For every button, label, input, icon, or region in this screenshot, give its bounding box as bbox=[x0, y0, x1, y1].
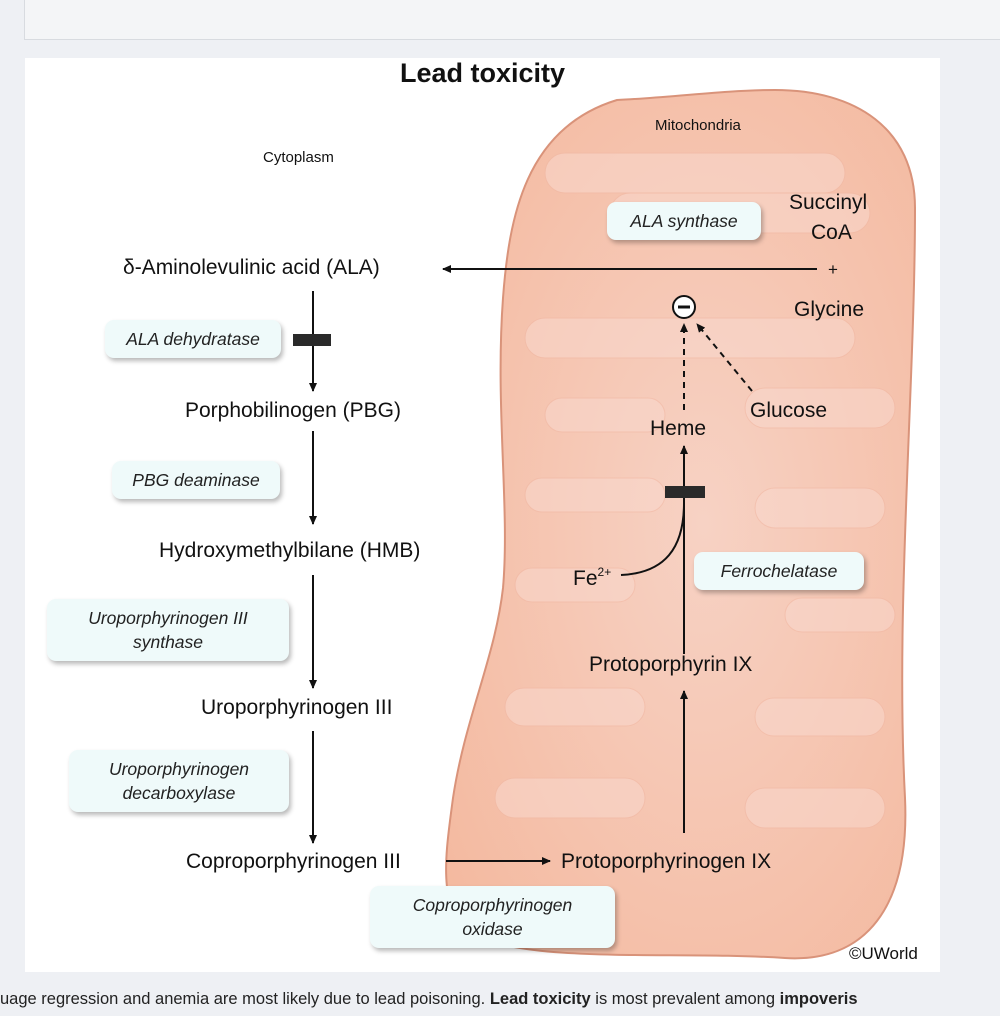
enzyme-uro-decarb-line2: decarboxylase bbox=[122, 783, 236, 803]
pathway-diagram bbox=[293, 88, 917, 960]
enzyme-pbg-deaminase: PBG deaminase bbox=[112, 461, 280, 499]
protoporphyrinogen-label: Protoporphyrinogen IX bbox=[561, 850, 772, 873]
enzyme-copro-oxidase-line1: Coproporphyrinogen bbox=[412, 894, 573, 915]
heme-label: Heme bbox=[650, 417, 707, 440]
enzyme-pbg-deaminase-label: PBG deaminase bbox=[132, 469, 260, 490]
lead-toxicity-figure: Lead toxicity Cytoplasm Mitochondria δ-A… bbox=[25, 58, 940, 972]
explanation-text: uage regression and anemia are most like… bbox=[0, 990, 1000, 1014]
cytoplasm-pathway-arrows bbox=[309, 265, 817, 865]
glucose-label: Glucose bbox=[750, 399, 828, 422]
hmb-label: Hydroxymethylbilane (HMB) bbox=[159, 539, 421, 562]
iron-charge: 2+ bbox=[597, 565, 612, 579]
enzyme-uroporphyrinogen-synthase: Uroporphyrinogen III synthase bbox=[47, 599, 289, 661]
succinyl-label: Succinyl bbox=[789, 191, 868, 214]
enzyme-uro-synthase-line1: Uroporphyrinogen III bbox=[88, 607, 248, 628]
enzyme-ferrochelatase-label: Ferrochelatase bbox=[720, 560, 838, 581]
enzyme-ala-synthase: ALA synthase bbox=[607, 202, 761, 240]
plus-sign: + bbox=[828, 260, 838, 279]
caption-text-2: is most prevalent among bbox=[590, 990, 780, 1008]
enzyme-ala-synthase-label: ALA synthase bbox=[630, 210, 738, 231]
coproporphyrinogen-label: Coproporphyrinogen III bbox=[186, 850, 401, 873]
enzyme-coproporphyrinogen-oxidase: Coproporphyrinogen oxidase bbox=[370, 886, 615, 948]
ala-dehydratase-block-bar bbox=[293, 334, 331, 346]
protoporphyrin-label: Protoporphyrin IX bbox=[589, 653, 753, 676]
ferrochelatase-block-bar bbox=[665, 486, 705, 498]
cytoplasm-label: Cytoplasm bbox=[263, 149, 334, 166]
caption-bold-1: Lead toxicity bbox=[489, 990, 591, 1008]
top-content-panel bbox=[24, 0, 1000, 40]
figure-title: Lead toxicity bbox=[399, 58, 566, 88]
ala-label: δ-Aminolevulinic acid (ALA) bbox=[123, 256, 380, 279]
enzyme-ala-dehydratase: ALA dehydratase bbox=[105, 320, 281, 358]
coa-label: CoA bbox=[811, 221, 852, 244]
iron-symbol: Fe bbox=[573, 567, 598, 590]
caption-text-1: uage regression and anemia are most like… bbox=[0, 990, 490, 1008]
mitochondria-label: Mitochondria bbox=[655, 117, 741, 134]
copyright-label: ©UWorld bbox=[849, 944, 918, 963]
mitochondrion-membrane bbox=[445, 88, 917, 960]
mitochondrial-cristae bbox=[494, 152, 896, 829]
glycine-label: Glycine bbox=[794, 298, 865, 321]
enzyme-copro-oxidase-line2: oxidase bbox=[462, 919, 523, 939]
enzyme-uro-decarb-line1: Uroporphyrinogen bbox=[108, 758, 250, 779]
pbg-label: Porphobilinogen (PBG) bbox=[185, 399, 401, 422]
enzyme-uroporphyrinogen-decarboxylase: Uroporphyrinogen decarboxylase bbox=[69, 750, 289, 812]
enzyme-ferrochelatase: Ferrochelatase bbox=[694, 552, 864, 590]
enzyme-ala-dehydratase-label: ALA dehydratase bbox=[126, 328, 260, 349]
iron-incorporation-curve bbox=[620, 502, 685, 576]
iron-label: Fe2+ bbox=[573, 565, 612, 591]
enzyme-uro-synthase-line2: synthase bbox=[132, 632, 204, 652]
feedback-inhibition-arrows bbox=[680, 323, 753, 410]
caption-bold-2: impoveris bbox=[779, 990, 858, 1008]
uroporphyrinogen-label: Uroporphyrinogen III bbox=[201, 696, 393, 719]
